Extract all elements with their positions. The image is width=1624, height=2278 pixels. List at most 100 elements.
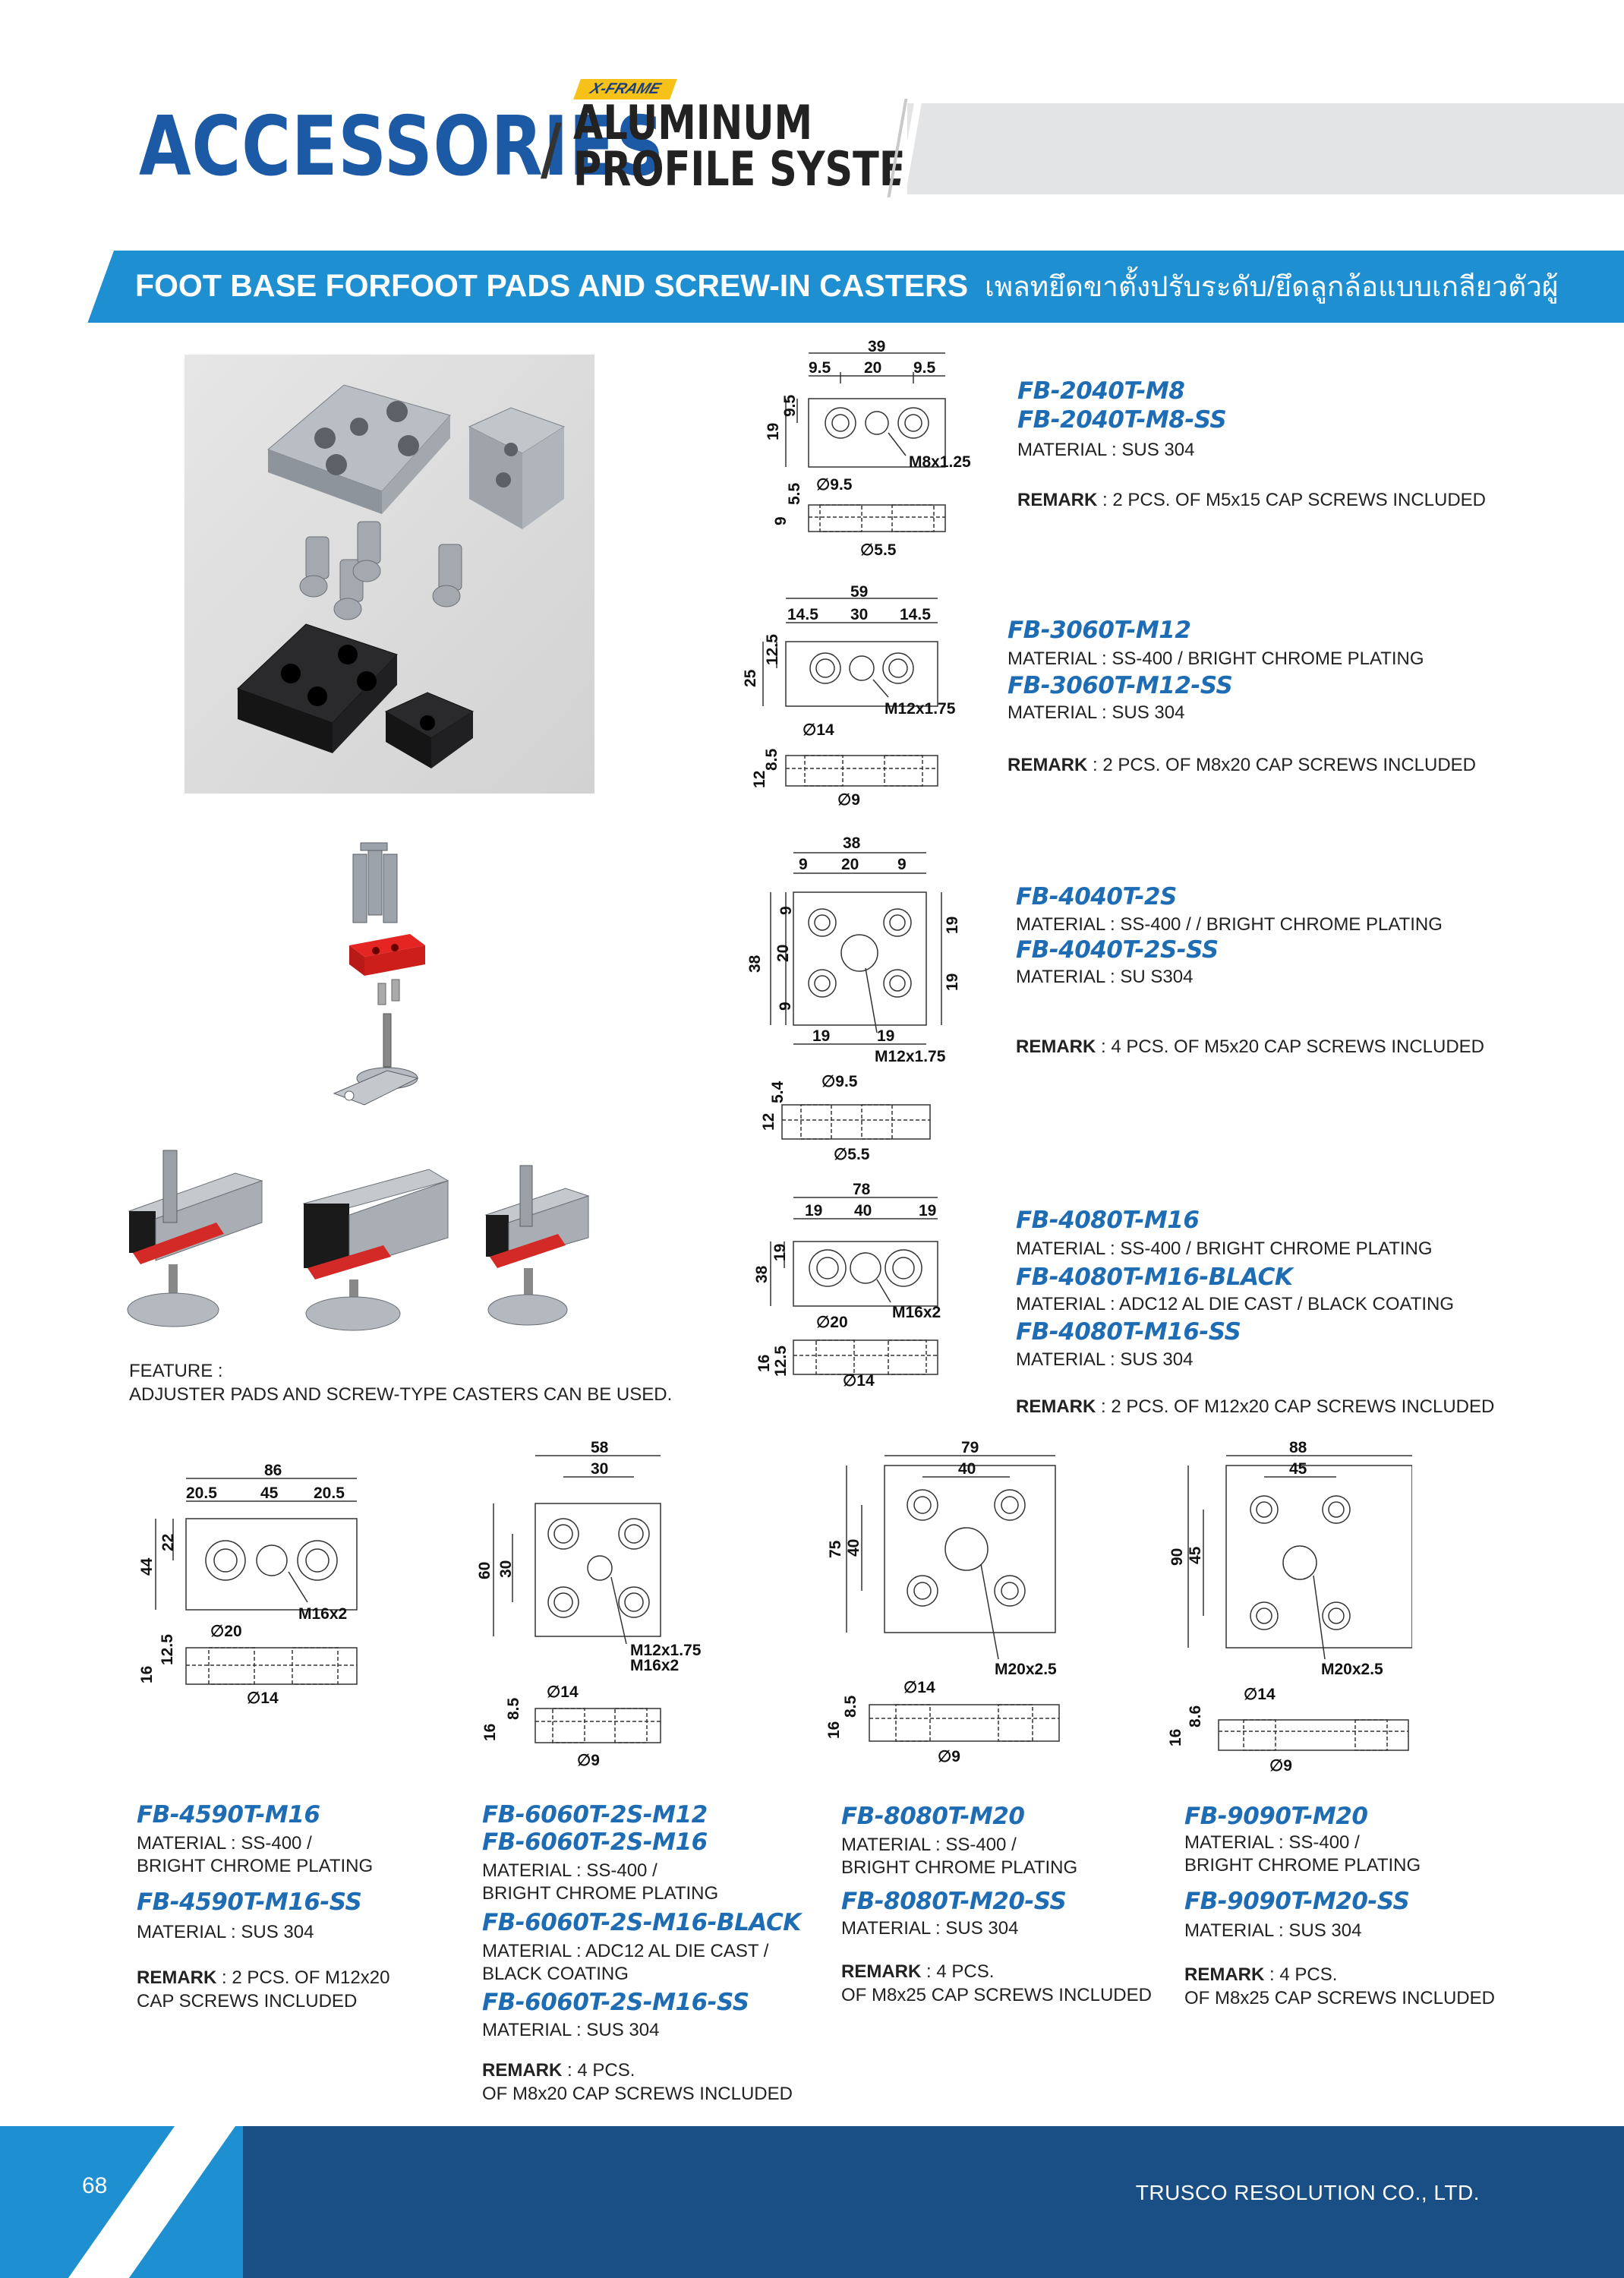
dim-width: 39: [868, 338, 885, 355]
code-fb-6060t-2s-m16-black: FB-6060T-2S-M16-BLACK: [482, 1909, 801, 1936]
assembly-illustrations: [127, 1150, 590, 1331]
subtitle-line2: PROFILE SYSTEM: [573, 140, 944, 197]
dim-b: 30: [850, 606, 868, 623]
dim-side-h2: 5.4: [769, 1081, 787, 1103]
dim-a: 14.5: [787, 606, 818, 623]
dim-a: 9.5: [809, 359, 831, 377]
dim-thread: M16x2: [298, 1605, 347, 1623]
code-fb-3060t-m12: FB-3060T-M12: [1008, 617, 1191, 644]
dim-width: 38: [843, 835, 861, 852]
dim-thread-1: M12x1.75: [630, 1642, 702, 1659]
dim-thread: M20x2.5: [995, 1661, 1057, 1678]
code-fb-4040t-2s: FB-4040T-2S: [1016, 883, 1177, 910]
dim-bottom2: 19: [877, 1027, 894, 1045]
code-fb-2040t-m8: FB-2040T-M8: [1017, 377, 1185, 405]
dim-height: 25: [742, 669, 759, 687]
dim-thread: M12x1.75: [875, 1048, 946, 1065]
dim-height: 38: [746, 954, 764, 973]
material-fb-6060t-2s-m16-ss: MATERIAL : SUS 304: [482, 2020, 660, 2040]
dim-bottom1: 19: [812, 1027, 830, 1045]
product-photo-plates: [184, 355, 594, 794]
dim-thread: M16x2: [892, 1304, 941, 1321]
dim-side-h2: 8.5: [842, 1695, 859, 1718]
dim-side-h2: 8.6: [1187, 1705, 1204, 1727]
dim-h2: 30: [497, 1560, 515, 1578]
material-fb-3060t-m12-ss: MATERIAL : SUS 304: [1008, 702, 1185, 723]
remark-fb-3060: REMARK : 2 PCS. OF M8x20 CAP SCREWS INCL…: [1008, 755, 1477, 775]
dim-b: 45: [1289, 1460, 1307, 1478]
drawing-fb-8080: 79 40 75 40 M20x2.5 16 8.5 ∅14 ∅9: [825, 1439, 1060, 1765]
drawing-fb-2040: 39 9.5 20 9.5 19 9.5 M8x1.25 9 5.5 ∅9.5 …: [765, 338, 971, 559]
dim-side-h: 12: [760, 1113, 777, 1131]
material-fb-4040t-2s: MATERIAL : SS-400 / / BRIGHT CHROME PLAT…: [1016, 914, 1443, 935]
dim-d2: ∅5.5: [860, 541, 897, 559]
dim-b: 20: [841, 856, 859, 873]
code-fb-3060t-m12-ss: FB-3060T-M12-SS: [1008, 672, 1233, 699]
dim-side-h: 16: [755, 1355, 773, 1372]
page-title: ACCESSORIES: [139, 99, 665, 194]
dim-d1: ∅14: [1244, 1686, 1276, 1703]
remark-fb-2040: REMARK : 2 PCS. OF M5x15 CAP SCREWS INCL…: [1017, 490, 1487, 510]
dim-side-h2: 12.5: [159, 1634, 176, 1665]
company-name: TRUSCO RESOLUTION CO., LTD.: [1135, 2181, 1480, 2204]
remark-fb-4080: REMARK : 2 PCS. OF M12x20 CAP SCREWS INC…: [1016, 1396, 1495, 1417]
dim-d1: ∅14: [803, 721, 834, 739]
material-fb-2040t-m8-ss: MATERIAL : SUS 304: [1017, 440, 1195, 460]
code-fb-8080t-m20-ss: FB-8080T-M20-SS: [841, 1888, 1067, 1915]
dim-side-h: 16: [138, 1666, 156, 1683]
assembly-2: [302, 1169, 449, 1331]
material-fb-4040t-2s-ss: MATERIAL : SU S304: [1016, 967, 1194, 987]
code-fb-9090t-m20: FB-9090T-M20: [1184, 1803, 1368, 1830]
dim-d1: ∅20: [210, 1623, 242, 1640]
subtitle-line1: ALUMINUM: [573, 95, 813, 150]
material-fb-4080t-m16-ss: MATERIAL : SUS 304: [1016, 1349, 1194, 1370]
code-fb-8080t-m20: FB-8080T-M20: [841, 1803, 1025, 1830]
dim-a: 19: [805, 1202, 822, 1219]
dim-height: 75: [827, 1540, 844, 1558]
assembly-1: [127, 1150, 263, 1327]
material-fb-9090t-m20: MATERIAL : SS-400 /BRIGHT CHROME PLATING: [1184, 1832, 1421, 1876]
dim-d1: ∅14: [547, 1683, 579, 1701]
dim-side-h: 16: [825, 1721, 843, 1739]
remark-fb-9090: REMARK : 4 PCS.OF M8x25 CAP SCREWS INCLU…: [1184, 1964, 1495, 2009]
exploded-view-illustration: [333, 842, 425, 1106]
dim-height: 19: [765, 423, 782, 440]
dim-d2: ∅14: [247, 1690, 279, 1707]
section-title: FOOT BASE FORFOOT PADS AND SCREW-IN CAST…: [135, 264, 1559, 309]
dim-right2: 19: [944, 973, 961, 991]
dim-h2: 9.5: [781, 394, 799, 417]
dim-side-h2: 12.5: [772, 1346, 790, 1377]
section-title-en: FOOT BASE FORFOOT PADS AND SCREW-IN CAST…: [135, 268, 969, 303]
drawing-fb-4590: 86 20.5 45 20.5 44 22 M16x2 16 12.5 ∅20 …: [138, 1462, 358, 1707]
dim-left1: 9: [777, 906, 795, 915]
feature-text: ADJUSTER PADS AND SCREW-TYPE CASTERS CAN…: [129, 1384, 673, 1406]
dim-a: 9: [799, 856, 808, 873]
page-subtitle: ALUMINUM PROFILE SYSTEM: [573, 95, 944, 197]
dim-b: 40: [958, 1460, 976, 1478]
dim-d2: ∅9: [577, 1752, 600, 1769]
code-fb-6060t-2s-m16: FB-6060T-2S-M16: [482, 1828, 708, 1856]
footer-bar: [0, 2126, 1624, 2278]
dim-width: 58: [591, 1439, 609, 1456]
section-title-th: เพลทยึดขาตั้งปรับระดับ/ยึดลูกล้อแบบเกลีย…: [985, 271, 1559, 302]
material-fb-4590t-m16: MATERIAL : SS-400 /BRIGHT CHROME PLATING: [137, 1833, 374, 1876]
dim-side-h: 12: [751, 771, 768, 788]
dim-thread: M20x2.5: [1321, 1661, 1383, 1678]
dim-height: 44: [138, 1557, 156, 1576]
drawing-fb-4040: 38 9 20 9 38 9 20 9 19 19 19 19 M12x1.75…: [746, 835, 961, 1163]
dim-thread-2: M16x2: [630, 1657, 679, 1674]
dim-side-h2: 8.5: [763, 748, 780, 771]
dim-left2: 20: [774, 945, 792, 962]
feature-note: FEATURE : ADJUSTER PADS AND SCREW-TYPE C…: [129, 1359, 672, 1406]
dim-h2: 19: [771, 1244, 789, 1261]
dim-d1: ∅9.5: [821, 1073, 858, 1090]
feature-label: FEATURE :: [129, 1361, 223, 1381]
dim-c: 9.5: [913, 359, 936, 377]
dim-side-h: 16: [481, 1724, 499, 1741]
dim-left3: 9: [777, 1002, 794, 1011]
material-fb-4080t-m16: MATERIAL : SS-400 / BRIGHT CHROME PLATIN…: [1016, 1238, 1433, 1259]
code-fb-6060t-2s-m12: FB-6060T-2S-M12: [482, 1801, 708, 1828]
section-banner: [82, 251, 1624, 323]
dim-right1: 19: [944, 917, 961, 934]
